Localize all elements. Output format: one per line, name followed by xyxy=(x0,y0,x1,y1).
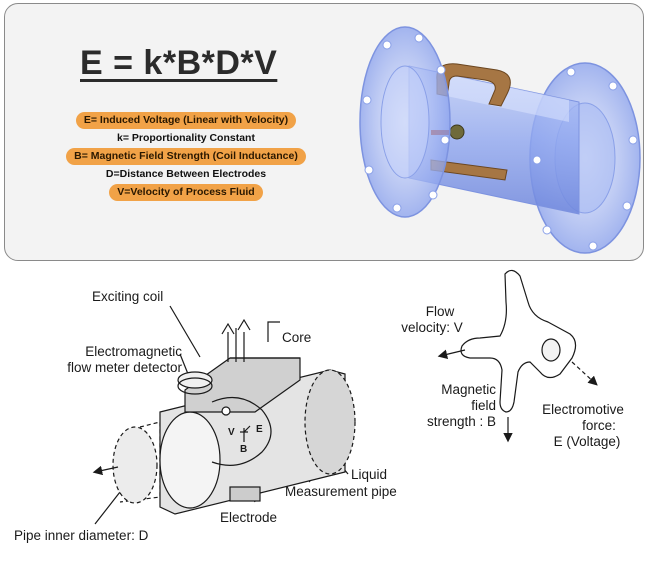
formula-card: E = k*B*D*V E= Induced Voltage (Linear w… xyxy=(4,3,644,261)
label-inner-diameter: Pipe inner diameter: D xyxy=(14,528,149,543)
coil-wires xyxy=(227,328,245,362)
label-field-line3: strength : B xyxy=(426,414,496,429)
legend-row-b: B= Magnetic Field Strength (Coil Inducta… xyxy=(41,148,331,165)
emf-arrow xyxy=(571,361,598,386)
pipe-back-opening xyxy=(304,369,356,475)
label-detector-line2: flow meter detector xyxy=(67,360,182,375)
pipe-front-opening xyxy=(159,411,221,509)
leader-detector xyxy=(179,353,189,375)
flow-meter-line-drawing xyxy=(92,269,598,525)
legend-row-e: E= Induced Voltage (Linear with Velocity… xyxy=(41,112,331,129)
flow-meter-3d-illustration xyxy=(359,26,641,254)
leader-diameter xyxy=(94,491,121,525)
legend-text: B= Magnetic Field Strength (Coil Inducta… xyxy=(66,148,306,165)
legend-row-d: D=Distance Between Electrodes xyxy=(41,167,331,182)
electrode-top xyxy=(221,406,231,416)
label-emf-line2: force: xyxy=(582,418,616,433)
vector-axes xyxy=(240,425,251,442)
label-liquid: Liquid xyxy=(351,467,388,482)
magnetic-field-arc xyxy=(211,396,272,466)
label-field-line2: field xyxy=(471,398,496,413)
upper-coil xyxy=(436,63,511,107)
label-emf-line3: E (Voltage) xyxy=(553,434,621,449)
flange-bolt-holes xyxy=(362,33,638,251)
legend-row-k: k= Proportionality Constant xyxy=(41,131,331,146)
hand-outline xyxy=(460,269,577,413)
left-flange-bore xyxy=(380,65,430,179)
legend-row-v: V=Velocity of Process Fluid xyxy=(41,184,331,201)
label-b: B xyxy=(240,444,248,455)
right-hand-rule xyxy=(460,269,577,413)
electrode-base xyxy=(229,486,261,502)
label-field-line1: Magnetic xyxy=(441,382,496,397)
electrode-head xyxy=(449,124,465,140)
label-core: Core xyxy=(282,330,312,345)
thumb-tip xyxy=(541,338,561,362)
label-detector-line1: Electromagnetic xyxy=(85,344,182,359)
lower-diagrams: Exciting coil Core Electromagnetic flow … xyxy=(0,262,650,577)
exciting-coil-ring xyxy=(177,371,213,389)
label-e: E xyxy=(256,424,263,435)
label-flow-line1: Flow xyxy=(425,304,455,319)
legend-text: V=Velocity of Process Fluid xyxy=(109,184,263,201)
flow-arrow xyxy=(92,465,119,476)
pipe-inlet-opening xyxy=(112,426,158,504)
leader-core xyxy=(267,321,280,342)
legend-text: k= Proportionality Constant xyxy=(117,132,255,144)
formula-title: E = k*B*D*V xyxy=(80,44,278,82)
legend-text: E= Induced Voltage (Linear with Velocity… xyxy=(75,112,297,129)
formula-legend: E= Induced Voltage (Linear with Velocity… xyxy=(41,112,331,203)
label-exciting-coil: Exciting coil xyxy=(92,289,164,304)
label-emf-line1: Electromotive xyxy=(542,402,624,417)
flow-velocity-arrow xyxy=(437,349,466,359)
wire-arrows xyxy=(221,318,251,335)
legend-text: D=Distance Between Electrodes xyxy=(105,168,267,180)
label-flow-line2: velocity: V xyxy=(401,320,463,335)
label-measurement-pipe: Measurement pipe xyxy=(285,484,397,499)
leader-exciting-coil xyxy=(169,305,201,358)
label-v: V xyxy=(228,427,235,438)
label-electrode: Electrode xyxy=(220,510,278,525)
